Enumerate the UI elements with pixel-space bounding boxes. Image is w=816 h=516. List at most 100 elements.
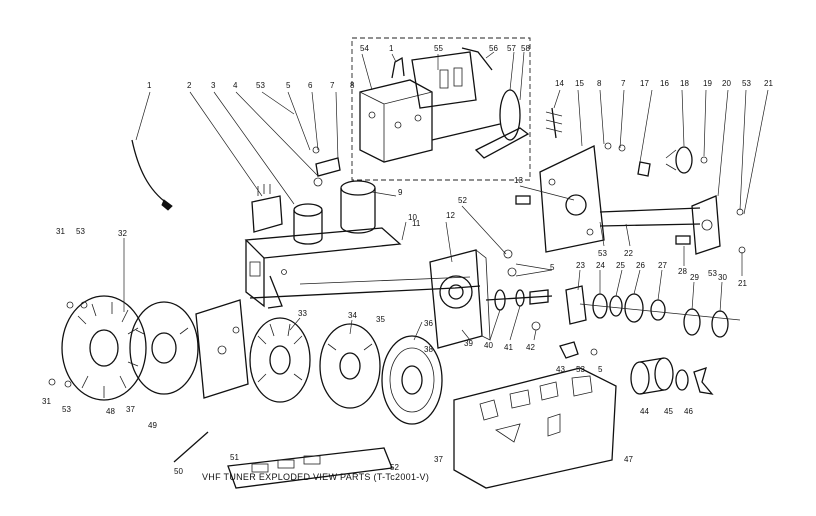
tuning-rod (173, 431, 209, 463)
leader-lines (123, 89, 769, 341)
callout: 29 (690, 273, 699, 282)
callout: 53 (598, 249, 607, 258)
callout: 37 (434, 455, 443, 464)
callout: 23 (576, 261, 585, 270)
capacitor-large (340, 180, 376, 196)
inset-dashed-frame (351, 37, 531, 181)
callout-numbers: 54 1 55 56 57 58 14 15 8 7 17 16 18 19 2… (42, 44, 773, 476)
detent-lever (474, 127, 530, 159)
callout: 58 (521, 44, 530, 53)
spring-wire (461, 47, 493, 71)
callout: 53 (576, 365, 585, 374)
callout: 53 (742, 79, 751, 88)
callout: 53 (62, 405, 71, 414)
callout: 46 (684, 407, 693, 416)
callout: 19 (703, 79, 712, 88)
callout: 36 (424, 319, 433, 328)
coil-board (429, 249, 491, 349)
inset-assembly (351, 37, 531, 181)
callout: 42 (526, 343, 535, 352)
rotor-disc-48 (61, 295, 147, 401)
callout: 57 (507, 44, 516, 53)
bottom-shield-47 (453, 367, 617, 489)
callout: 52 (458, 196, 467, 205)
callout: 4 (233, 81, 238, 90)
callout: 13 (514, 176, 523, 185)
detent-bracket (515, 145, 721, 255)
callout: 22 (624, 249, 633, 258)
callout: 8 (350, 81, 355, 90)
rotor-disc-35 (319, 323, 381, 409)
callout: 28 (678, 267, 687, 276)
callout: 6 (308, 81, 313, 90)
callout: 26 (636, 261, 645, 270)
callout: 53 (256, 81, 265, 90)
spring-14 (551, 107, 557, 139)
bottom-plate (227, 447, 393, 489)
callout: 34 (348, 311, 357, 320)
callout: 16 (660, 79, 669, 88)
clip-46 (693, 366, 714, 395)
callout: 41 (504, 343, 513, 352)
callout: 35 (376, 315, 385, 324)
callout: 5 (550, 263, 555, 272)
terminal-block (251, 195, 283, 233)
switch-block (359, 79, 433, 163)
rotor-disc-33 (249, 317, 311, 403)
shield-plate-50 (195, 299, 249, 399)
callout: 53 (76, 227, 85, 236)
tuner-shaft (249, 285, 481, 299)
callout: 18 (680, 79, 689, 88)
callout: 12 (446, 211, 455, 220)
callout: 15 (575, 79, 584, 88)
diagram-caption: VHF TUNER EXPLODED VIEW PARTS (T-Tc2001-… (202, 472, 429, 482)
callout: 11 (412, 219, 421, 228)
callout: 49 (148, 421, 157, 430)
callout: 45 (664, 407, 673, 416)
callout: 43 (556, 365, 565, 374)
bracket-43 (559, 341, 579, 359)
callout: 17 (640, 79, 649, 88)
washer-45 (675, 369, 689, 391)
switch-spring (391, 56, 405, 79)
callout: 40 (484, 341, 493, 350)
callout: 1 (147, 81, 152, 90)
callout: 54 (360, 44, 369, 53)
capacitor-small (293, 203, 323, 217)
callout: 48 (106, 407, 115, 416)
callout: 7 (621, 79, 626, 88)
end-plate (691, 195, 721, 255)
callout: 53 (708, 269, 717, 278)
callout: 2 (187, 81, 192, 90)
callout: 8 (597, 79, 602, 88)
callout: 5 (286, 81, 291, 90)
callout: 21 (738, 279, 747, 288)
callout: 7 (330, 81, 335, 90)
callout: 56 (489, 44, 498, 53)
callout: 44 (640, 407, 649, 416)
callout: 38 (424, 345, 433, 354)
callout: 55 (434, 44, 443, 53)
tuner-chassis (244, 146, 402, 309)
callout: 10 (408, 213, 417, 222)
antenna-lead (131, 91, 173, 211)
callout: 31 (42, 397, 51, 406)
callout: 47 (624, 455, 633, 464)
callout: 31 (56, 227, 65, 236)
callout: 20 (722, 79, 731, 88)
callout: 32 (118, 229, 127, 238)
callout: 27 (658, 261, 667, 270)
right-washer-set (565, 285, 741, 338)
callout: 9 (398, 188, 403, 197)
callout: 25 (616, 261, 625, 270)
callout: 52 (390, 463, 399, 472)
callout: 1 (389, 44, 394, 53)
drive-gear (675, 146, 693, 174)
switch-cover (411, 51, 477, 109)
rotor-disc-49 (129, 301, 199, 395)
callout: 51 (230, 453, 239, 462)
callout: 24 (596, 261, 605, 270)
callout: 3 (211, 81, 216, 90)
